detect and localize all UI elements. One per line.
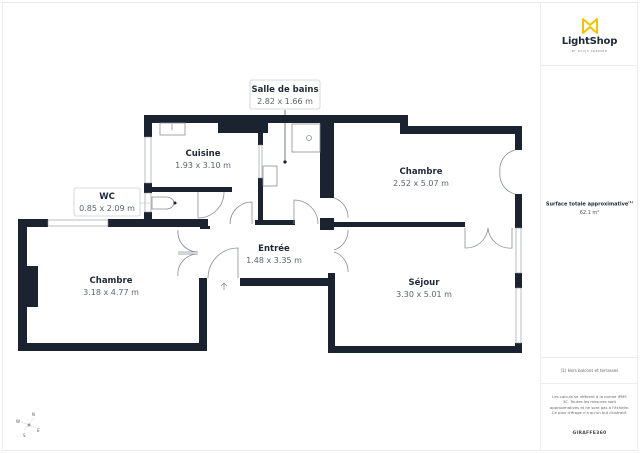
svg-text:S: S [23,433,26,438]
brand-name: LightShop [561,36,618,47]
room-name-salle-de-bains: Salle de bains [251,85,318,95]
room-name-cuisine: Cuisine [186,149,221,159]
footnote-text: (1) Hors balcons et terrasses [560,368,619,373]
room-name-wc: WC [99,192,115,202]
footnote-section: (1) Hors balcons et terrasses [541,358,638,384]
disclaimer-section: Les calculs se réfèrent à la norme IPMS … [541,384,638,451]
area-section: Surface totale approximative(1) 62.1 m² [541,66,638,358]
room-dims-entree: 1.48 x 3.35 m [246,256,302,265]
room-name-chambre-left: Chambre [90,276,133,286]
room-name-entree: Entrée [258,243,290,254]
toilet-fixture [151,196,175,210]
svg-text:W: W [16,419,20,424]
room-dims-sejour: 3.30 x 5.01 m [396,290,452,299]
room-name-chambre-right: Chambre [400,167,443,177]
room-dims-chambre-left: 3.18 x 4.77 m [83,288,139,297]
shower-fixture [291,123,321,153]
provider-label: GIRAFFE360 [572,431,607,436]
area-label: Surface totale approximative(1) [545,200,634,208]
fixtures [151,110,321,210]
brand-section: LightShop BY DAVIS PREMIER [541,2,638,66]
compass-rose-icon: N E S W [16,412,40,438]
callout-wc [73,187,152,217]
washbasin-fixture [262,165,278,187]
svg-text:E: E [37,428,40,433]
room-dims-salle-de-bains: 2.82 x 1.66 m [257,97,313,106]
brand-tagline: BY DAVIS PREMIER [571,49,608,53]
windows [47,136,522,344]
floor-plan: Cuisine 1.93 x 3.10 m Salle de bains 2.8… [16,79,522,438]
walls [18,115,522,353]
room-dims-cuisine: 1.93 x 3.10 m [175,161,231,170]
room-name-sejour: Séjour [409,277,441,288]
doors [177,149,516,290]
info-panel: LightShop BY DAVIS PREMIER Surface total… [540,2,638,451]
callout-salle-de-bains [249,79,321,110]
area-value: 62.1 m² [579,210,600,216]
lightshop-logo-icon [582,18,598,34]
svg-text:N: N [32,412,35,417]
sink-fixture [159,122,186,136]
room-dims-wc: 0.85 x 2.09 m [79,204,135,213]
room-dims-chambre-right: 2.52 x 5.07 m [393,179,449,188]
disclaimer-text: Les calculs se réfèrent à la norme IPMS … [549,394,630,415]
